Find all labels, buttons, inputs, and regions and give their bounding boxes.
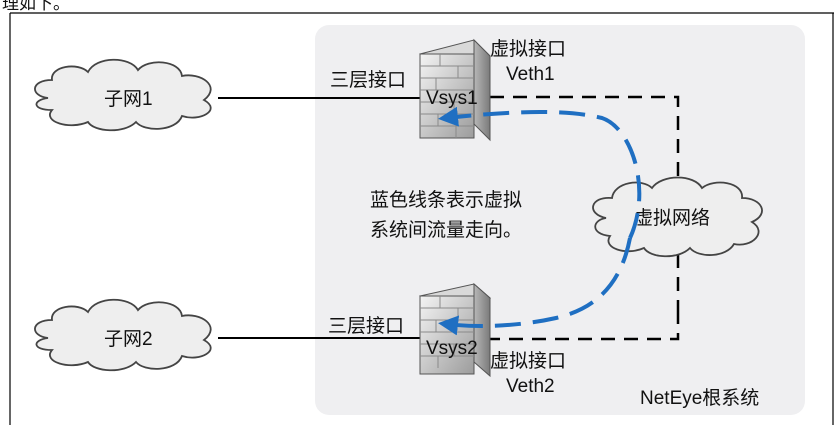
header-fragment-text: 理如下。 [2,0,70,13]
root-system-label: NetEye根系统 [640,387,759,409]
subnet2-label: 子网2 [104,329,153,350]
flow-arrow-to-vsys2 [438,237,632,336]
virtual-network-label: 虚拟网络 [634,207,710,229]
annotation-line-1: 蓝色线条表示虚拟 [370,189,522,211]
vsys1-label: Vsys1 [426,88,478,109]
veth2-label: Veth2 [506,376,555,397]
subnet1-cloud: 子网1 [34,58,212,132]
veth1-label: Veth1 [506,64,555,85]
virtual-interface-label-1: 虚拟接口 [490,38,566,60]
vsys2-label: Vsys2 [426,338,478,359]
l3-interface-label-2: 三层接口 [328,315,404,337]
dashed-link-box-bottom [490,310,680,341]
virtual-interface-label-2: 虚拟接口 [490,350,566,372]
subnet1-label: 子网1 [104,89,153,110]
firewall-vsys2 [418,282,492,378]
l3-interface-label-1: 三层接口 [330,69,406,91]
flow-arrow-to-vsys1 [438,106,642,239]
subnet2-cloud: 子网2 [34,298,212,372]
annotation-line-2: 系统间流量走向。 [370,219,522,241]
firewall-vsys1 [419,38,491,142]
virtual-network-cloud: 虚拟网络 [592,176,763,258]
